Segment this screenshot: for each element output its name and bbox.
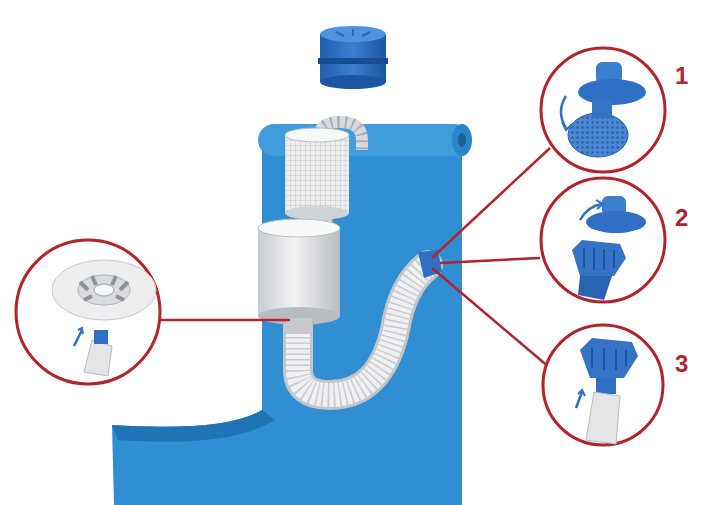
skimmer-body — [258, 219, 340, 334]
detail-circle-left — [16, 240, 160, 384]
detail-circle-1 — [541, 48, 665, 172]
pool-liner — [112, 124, 472, 505]
leader-lines — [160, 148, 550, 368]
detail-circle-3 — [543, 325, 663, 445]
callout-number: 3 — [675, 352, 688, 376]
detail-circle-2 — [541, 178, 665, 302]
callout-number: 2 — [675, 206, 688, 230]
skimmer-lid — [318, 26, 388, 89]
skimmer-basket — [285, 128, 349, 220]
callout-number: 1 — [675, 64, 688, 88]
